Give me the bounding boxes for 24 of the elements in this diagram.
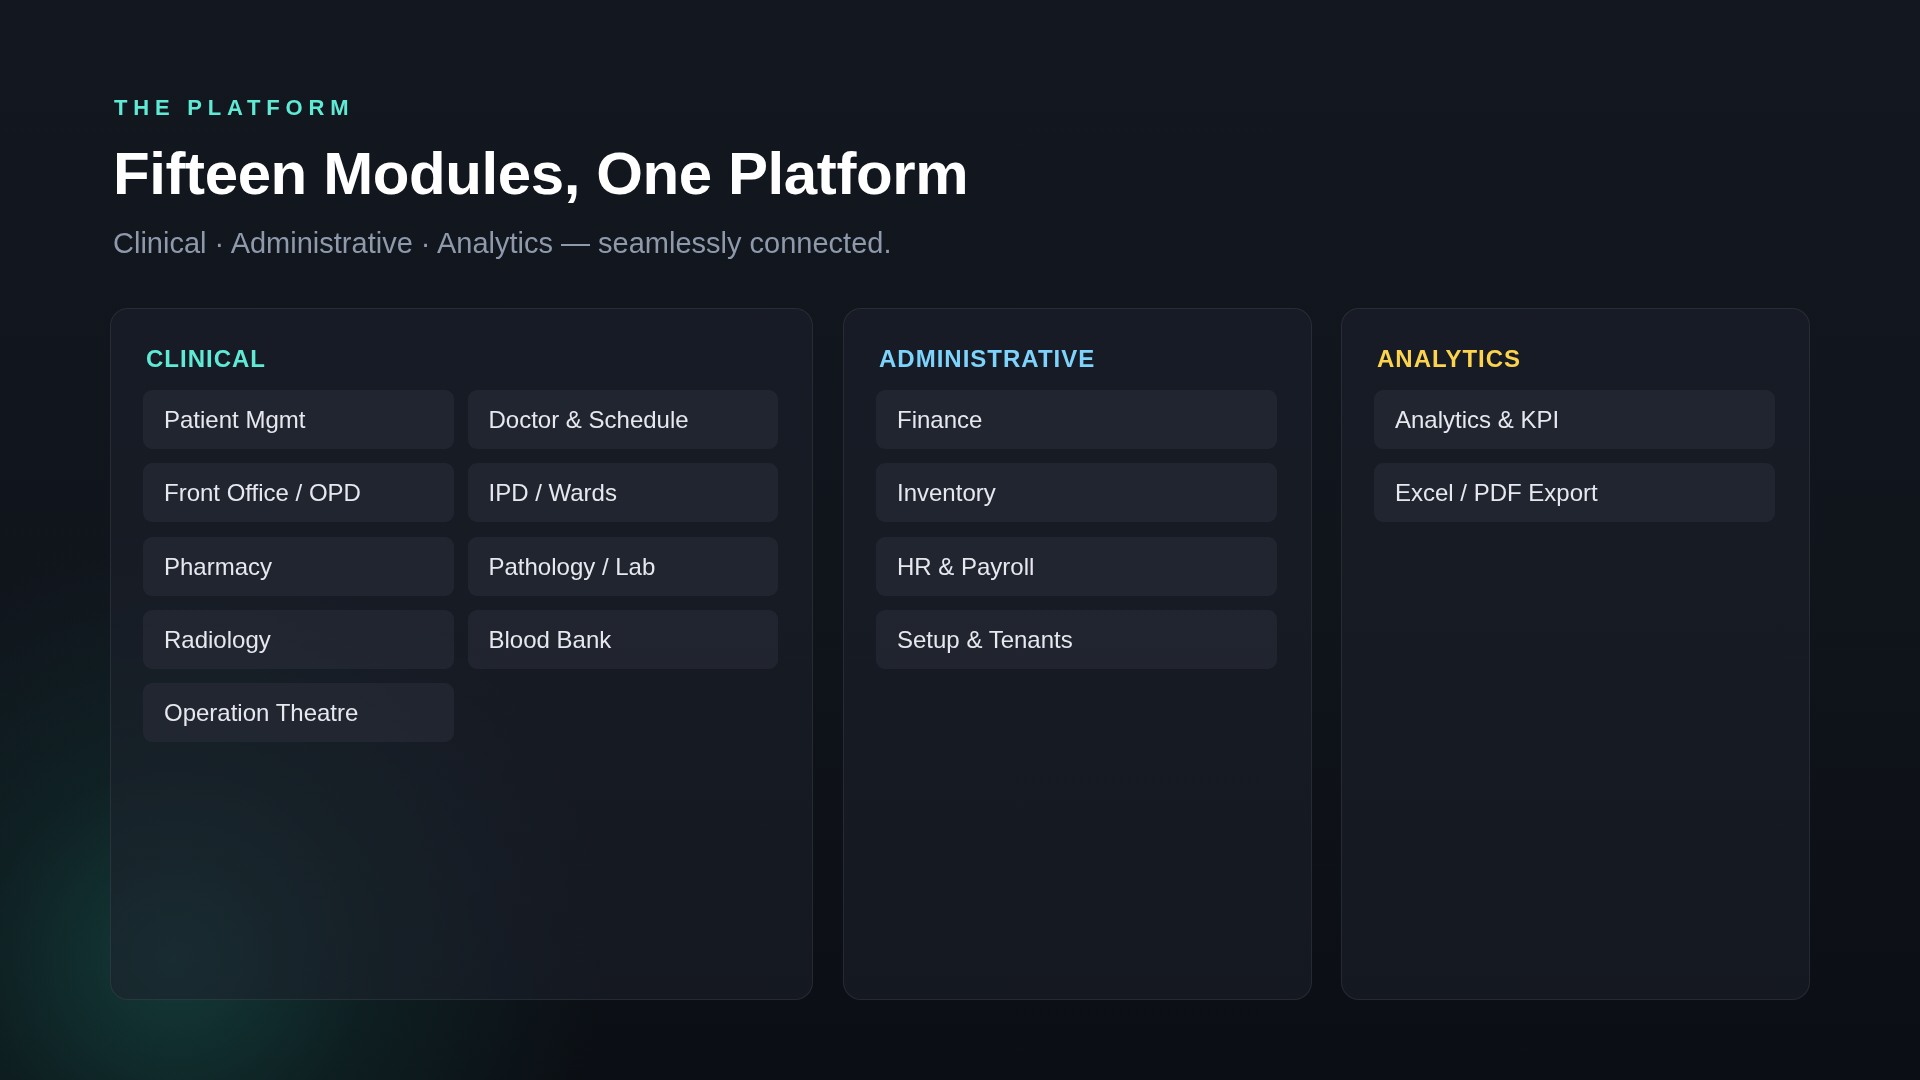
module-tile: IPD / Wards bbox=[467, 463, 778, 523]
module-tile: Setup & Tenants bbox=[876, 609, 1277, 669]
module-tile: Analytics & KPI bbox=[1374, 390, 1775, 449]
module-tile: Blood Bank bbox=[467, 609, 778, 669]
module-tile: Inventory bbox=[876, 463, 1277, 523]
module-tile: Pharmacy bbox=[143, 536, 454, 596]
module-tile: Finance bbox=[876, 390, 1277, 449]
category-panel bbox=[110, 308, 813, 1000]
module-tile: HR & Payroll bbox=[876, 536, 1277, 596]
panel-heading: ADMINISTRATIVE bbox=[879, 347, 1096, 371]
module-tile: Radiology bbox=[143, 609, 454, 669]
panel-heading: ANALYTICS bbox=[1377, 347, 1522, 371]
module-tile: Front Office / OPD bbox=[143, 463, 454, 523]
category-panel bbox=[1341, 308, 1810, 1000]
module-tile: Patient Mgmt bbox=[143, 390, 454, 449]
panel-heading: CLINICAL bbox=[146, 347, 266, 371]
module-tile: Excel / PDF Export bbox=[1374, 463, 1775, 523]
category-panel bbox=[843, 308, 1312, 1000]
module-tile: Operation Theatre bbox=[143, 683, 454, 742]
module-tile: Pathology / Lab bbox=[467, 536, 778, 596]
subtitle: Clinical · Administrative · Analytics — seamlessly connected. bbox=[113, 229, 892, 258]
module-tile: Doctor & Schedule bbox=[467, 390, 778, 449]
page-title: Fifteen Modules, One Platform bbox=[113, 144, 969, 204]
eyebrow-label: THE PLATFORM bbox=[114, 97, 355, 119]
